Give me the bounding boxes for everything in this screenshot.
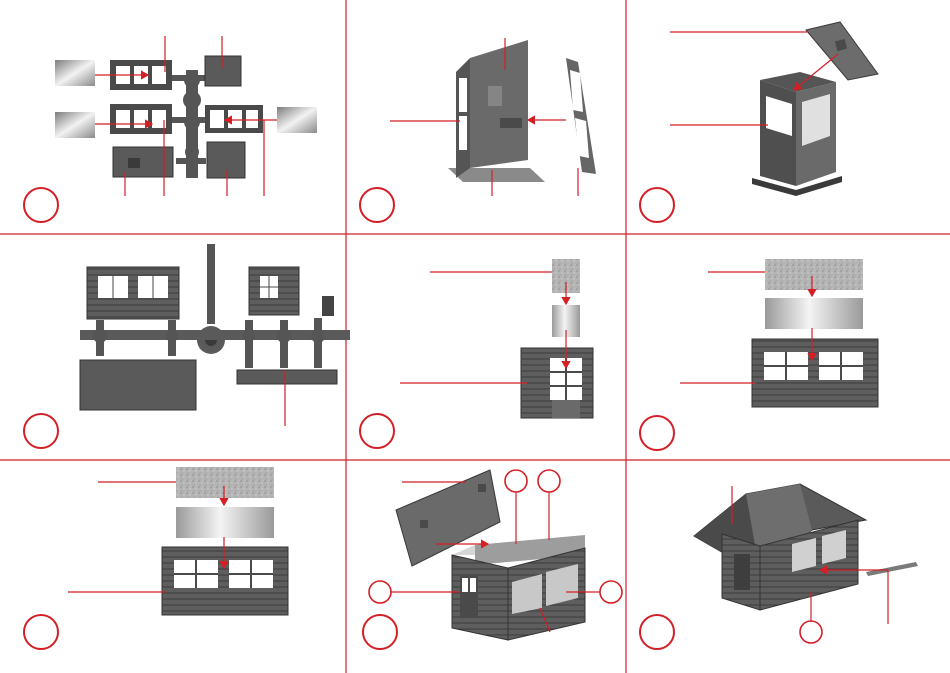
step-number-circle: [360, 188, 394, 222]
panel-plate: [207, 142, 245, 178]
glazing-piece: [55, 60, 95, 86]
glazing-piece: [176, 507, 274, 538]
step-number-circle: [24, 414, 58, 448]
step-number-circle: [640, 188, 674, 222]
window-frame: [110, 104, 172, 134]
step-1-panel: [24, 36, 317, 222]
step-6-panel: [640, 259, 878, 450]
hut-door: [734, 554, 750, 590]
step-plate: [237, 370, 337, 384]
step-3-panel: [640, 22, 878, 222]
step-5-panel: [360, 259, 593, 448]
glazing-backing: [765, 259, 863, 290]
step-number-circle: [24, 188, 58, 222]
step-8-panel: [363, 470, 622, 649]
step-2-panel: [360, 38, 596, 222]
chimney-rod: [207, 244, 215, 324]
glazing-piece: [765, 298, 863, 329]
detail-circle: [600, 581, 622, 603]
panel-plate: [205, 56, 241, 86]
chimney-part: [866, 562, 918, 576]
window-frame: [205, 105, 263, 133]
glazing-piece: [277, 107, 317, 133]
step-number-circle: [640, 615, 674, 649]
step-number-circle: [363, 615, 397, 649]
sprue-bar: [80, 330, 350, 340]
detail-circle: [800, 621, 822, 643]
step-4-panel: [24, 244, 350, 448]
step-number-circle: [360, 414, 394, 448]
chimney-part: [322, 296, 334, 316]
detail-circle: [369, 581, 391, 603]
step-7-panel: [24, 467, 288, 649]
glazing-backing: [176, 467, 274, 498]
step-9-panel: [640, 484, 918, 649]
detail-circle: [505, 470, 527, 492]
step-number-circle: [24, 615, 58, 649]
glazing-piece: [55, 112, 95, 138]
detail-circle: [538, 470, 560, 492]
step-number-circle: [640, 416, 674, 450]
floor-plate: [80, 360, 196, 410]
